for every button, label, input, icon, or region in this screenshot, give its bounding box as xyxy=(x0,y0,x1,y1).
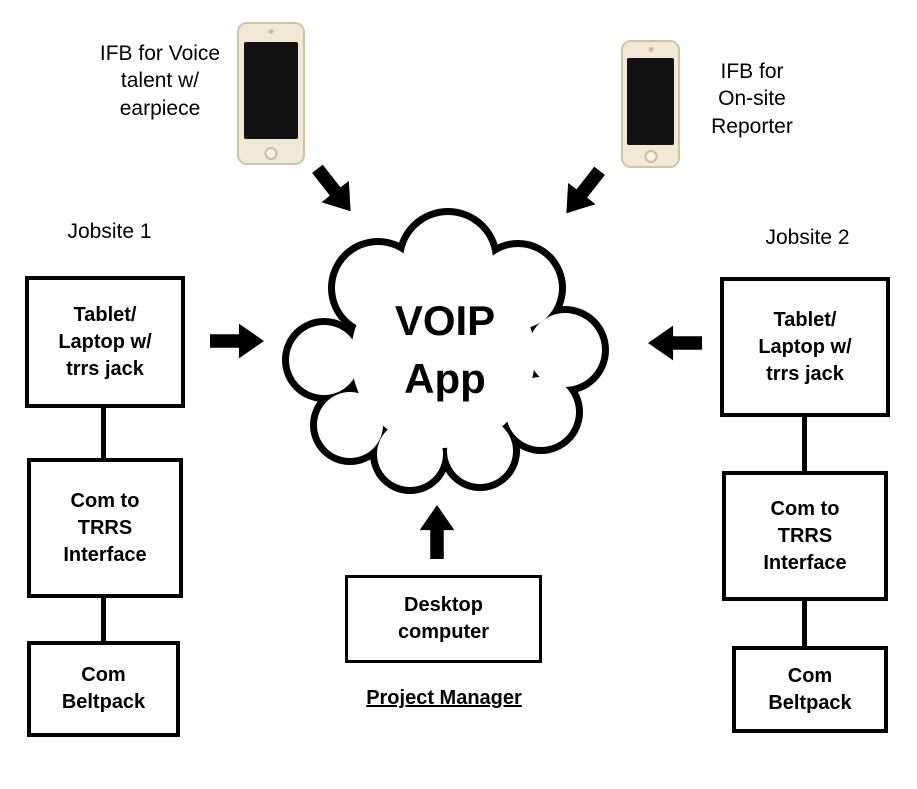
phone-camera-icon xyxy=(648,47,653,52)
arrow-phone1-to-cloud-icon xyxy=(303,158,365,223)
connector-line xyxy=(101,408,106,458)
box-desktop-computer: Desktop computer xyxy=(345,575,542,663)
voip-app-title: VOIP App xyxy=(394,297,496,402)
connector-line xyxy=(802,601,807,646)
connector-line xyxy=(802,417,807,471)
smartphone-voice-talent-image xyxy=(237,22,305,165)
box-jobsite2-com-beltpack: Com Beltpack xyxy=(732,646,888,733)
box-jobsite1-com-beltpack: Com Beltpack xyxy=(27,641,180,737)
label-jobsite-2: Jobsite 2 xyxy=(765,226,850,249)
arrow-jobsite1-to-cloud-icon xyxy=(210,323,264,359)
arrow-jobsite2-to-cloud-icon xyxy=(648,325,702,361)
phone-home-button-icon xyxy=(644,150,657,163)
phone-screen xyxy=(627,58,674,145)
label-ifb-voice-talent: IFB for Voice talent w/ earpiece xyxy=(99,42,221,120)
box-jobsite2-com-trrs-interface: Com to TRRS Interface xyxy=(722,471,888,601)
label-project-manager: Project Manager xyxy=(366,687,522,709)
phone-home-button-icon xyxy=(264,147,278,160)
phone-camera-icon xyxy=(268,29,274,34)
box-jobsite1-com-trrs-interface: Com to TRRS Interface xyxy=(27,458,183,598)
phone-screen xyxy=(244,42,298,140)
arrow-phone2-to-cloud-icon xyxy=(552,160,614,225)
arrow-desktop-to-cloud-icon xyxy=(419,505,455,559)
box-jobsite2-tablet-laptop: Tablet/ Laptop w/ trrs jack xyxy=(720,277,890,417)
label-ifb-onsite-reporter: IFB for On-site Reporter xyxy=(711,60,793,138)
connector-line xyxy=(101,598,106,641)
label-jobsite-1: Jobsite 1 xyxy=(67,220,152,243)
voip-cloud-shape xyxy=(278,188,616,520)
box-jobsite1-tablet-laptop: Tablet/ Laptop w/ trrs jack xyxy=(25,276,185,408)
smartphone-reporter-image xyxy=(621,40,680,168)
